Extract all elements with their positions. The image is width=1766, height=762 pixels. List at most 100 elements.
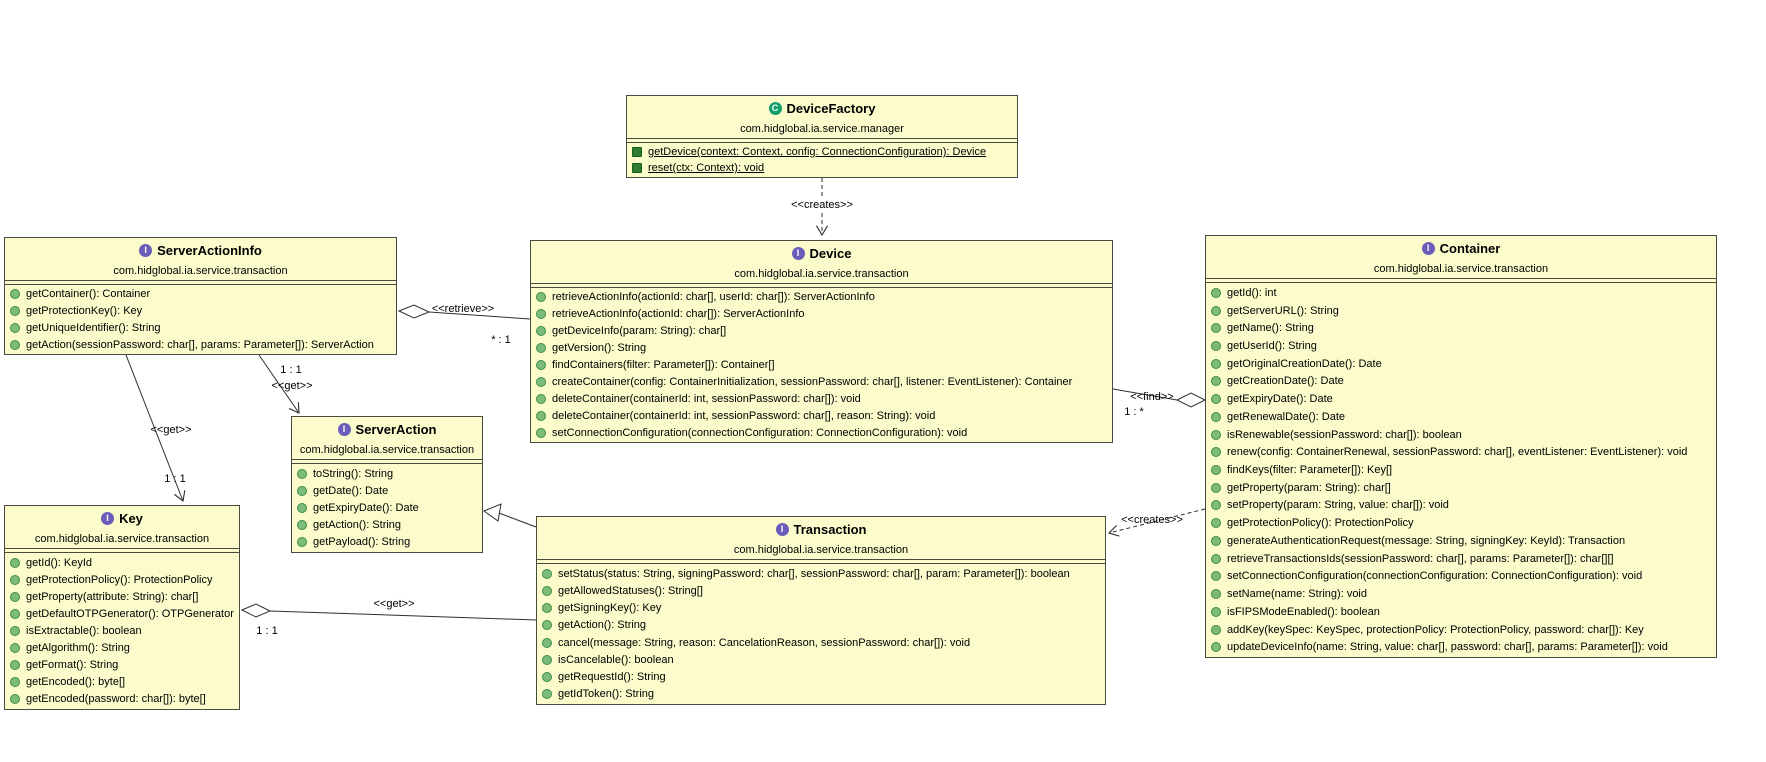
method-visibility-icon xyxy=(1211,482,1221,493)
class-title: I Device xyxy=(531,241,1112,265)
method-signature: getEncoded(password: char[]): byte[] xyxy=(26,693,206,706)
class-title: I ServerActionInfo xyxy=(5,238,396,262)
edge-label-get-key: <<get>> xyxy=(150,424,192,436)
method-signature: toString(): String xyxy=(313,467,394,480)
class-package: com.hidglobal.ia.service.manager xyxy=(627,120,1017,139)
edge-label-creates-factory: <<creates>> xyxy=(789,199,855,211)
method-visibility-icon xyxy=(1211,429,1221,440)
method-visibility-icon xyxy=(536,410,546,421)
class-box-container[interactable]: I Container com.hidglobal.ia.service.tra… xyxy=(1205,235,1717,658)
method-visibility-icon xyxy=(1211,411,1221,422)
method-row: generateAuthenticationRequest(message: S… xyxy=(1206,532,1716,550)
method-signature: getId(): int xyxy=(1227,286,1277,299)
method-row: getRenewalDate(): Date xyxy=(1206,408,1716,426)
method-signature: getVersion(): String xyxy=(552,342,647,355)
method-row: getEncoded(): byte[] xyxy=(5,674,239,691)
aggregation-diamond-serveractioninfo xyxy=(397,304,431,319)
method-signature: setConnectionConfiguration(connectionCon… xyxy=(552,426,968,439)
class-icon: C xyxy=(768,101,782,115)
class-box-devicefactory[interactable]: C DeviceFactory com.hidglobal.ia.service… xyxy=(626,95,1018,178)
class-package: com.hidglobal.ia.service.transaction xyxy=(537,541,1105,560)
method-row: getExpiryDate(): Date xyxy=(292,499,482,516)
method-row: getId(): KeyId xyxy=(5,554,239,571)
method-row: getProtectionPolicy(): ProtectionPolicy xyxy=(1206,514,1716,532)
compartment-separator xyxy=(292,460,482,464)
method-row: findKeys(filter: Parameter[]): Key[] xyxy=(1206,461,1716,479)
method-visibility-icon xyxy=(10,591,20,602)
class-box-transaction[interactable]: I Transaction com.hidglobal.ia.service.t… xyxy=(536,516,1106,705)
class-name: ServerActionInfo xyxy=(157,242,262,258)
edge-multiplicity-retrieve: * : 1 xyxy=(491,334,511,346)
method-signature: getSigningKey(): Key xyxy=(558,602,662,615)
method-visibility-icon xyxy=(10,322,20,333)
method-signature: getRequestId(): String xyxy=(558,671,666,684)
method-row: setProperty(param: String, value: char[]… xyxy=(1206,497,1716,515)
method-row: toString(): String xyxy=(292,465,482,482)
method-signature: updateDeviceInfo(name: String, value: ch… xyxy=(1227,641,1668,654)
method-signature: deleteContainer(containerId: int, sessio… xyxy=(552,409,936,422)
method-signature: getOriginalCreationDate(): Date xyxy=(1227,357,1382,370)
method-row: getDate(): Date xyxy=(292,482,482,499)
method-signature: getProperty(attribute: String): char[] xyxy=(26,590,199,603)
method-row: setStatus(status: String, signingPasswor… xyxy=(537,565,1105,582)
method-row: getProtectionPolicy(): ProtectionPolicy xyxy=(5,571,239,588)
method-row: updateDeviceInfo(name: String, value: ch… xyxy=(1206,638,1716,656)
compartment-separator xyxy=(5,281,396,285)
class-box-serveractioninfo[interactable]: I ServerActionInfo com.hidglobal.ia.serv… xyxy=(4,237,397,355)
method-row: isRenewable(sessionPassword: char[]): bo… xyxy=(1206,426,1716,444)
method-signature: getAction(): String xyxy=(558,619,647,632)
class-box-device[interactable]: I Device com.hidglobal.ia.service.transa… xyxy=(530,240,1113,443)
class-name: Container xyxy=(1439,240,1501,256)
methods-list: toString(): String getDate(): Date getEx… xyxy=(292,464,482,552)
methods-list: getDevice(context: Context, config: Conn… xyxy=(627,143,1017,177)
edge-label-get-serveraction: <<get>> xyxy=(271,380,313,392)
aggregation-diamond-key xyxy=(240,603,272,618)
method-signature: getProperty(param: String): char[] xyxy=(1227,481,1391,494)
method-visibility-icon xyxy=(1211,553,1221,564)
method-row: getRequestId(): String xyxy=(537,669,1105,686)
method-signature: getDate(): Date xyxy=(313,484,389,497)
class-package: com.hidglobal.ia.service.transaction xyxy=(1206,260,1716,279)
method-row: getUserId(): String xyxy=(1206,337,1716,355)
method-visibility-icon xyxy=(1211,447,1221,458)
method-signature: cancel(message: String, reason: Cancelat… xyxy=(558,636,971,649)
method-signature: findContainers(filter: Parameter[]): Con… xyxy=(552,359,775,371)
method-signature: getName(): String xyxy=(1227,322,1314,335)
interface-icon: I xyxy=(1421,241,1435,255)
method-row: retrieveActionInfo(actionId: char[], use… xyxy=(531,289,1112,306)
method-visibility-icon xyxy=(1211,500,1221,511)
method-signature: getId(): KeyId xyxy=(26,556,93,569)
compartment-separator xyxy=(5,549,239,553)
class-box-serveraction[interactable]: I ServerAction com.hidglobal.ia.service.… xyxy=(291,416,483,553)
method-visibility-icon xyxy=(1211,341,1221,352)
method-row: getExpiryDate(): Date xyxy=(1206,390,1716,408)
method-signature: isFIPSModeEnabled(): boolean xyxy=(1227,605,1380,618)
method-signature: getIdToken(): String xyxy=(558,688,654,701)
method-signature: getPayload(): String xyxy=(313,536,411,549)
method-row: getAllowedStatuses(): String[] xyxy=(537,582,1105,599)
method-row: getAction(sessionPassword: char[], param… xyxy=(5,336,396,353)
class-package: com.hidglobal.ia.service.transaction xyxy=(5,530,239,549)
class-box-key[interactable]: I Key com.hidglobal.ia.service.transacti… xyxy=(4,505,240,710)
method-row: setConnectionConfiguration(connectionCon… xyxy=(531,424,1112,441)
method-signature: getContainer(): Container xyxy=(26,288,151,301)
method-row: getFormat(): String xyxy=(5,657,239,674)
method-row: addKey(keySpec: KeySpec, protectionPolic… xyxy=(1206,621,1716,639)
interface-icon: I xyxy=(101,511,115,525)
method-row: setConnectionConfiguration(connectionCon… xyxy=(1206,568,1716,586)
method-visibility-icon xyxy=(542,689,552,700)
method-signature: getFormat(): String xyxy=(26,659,119,672)
method-signature: getCreationDate(): Date xyxy=(1227,375,1344,388)
compartment-separator xyxy=(1206,279,1716,283)
method-visibility-icon xyxy=(10,643,20,654)
edge-multiplicity-get-key: 1 : 1 xyxy=(164,473,186,485)
method-signature: getProtectionKey(): Key xyxy=(26,305,143,318)
method-visibility-icon xyxy=(297,503,307,513)
method-visibility-icon xyxy=(1211,394,1221,405)
method-visibility-icon xyxy=(297,537,307,548)
method-row: deleteContainer(containerId: int, sessio… xyxy=(531,390,1112,407)
edge-label-find: <<find>> xyxy=(1130,391,1174,403)
method-row: getAction(): String xyxy=(292,517,482,534)
method-visibility-icon xyxy=(1211,571,1221,582)
method-signature: deleteContainer(containerId: int, sessio… xyxy=(552,392,861,405)
